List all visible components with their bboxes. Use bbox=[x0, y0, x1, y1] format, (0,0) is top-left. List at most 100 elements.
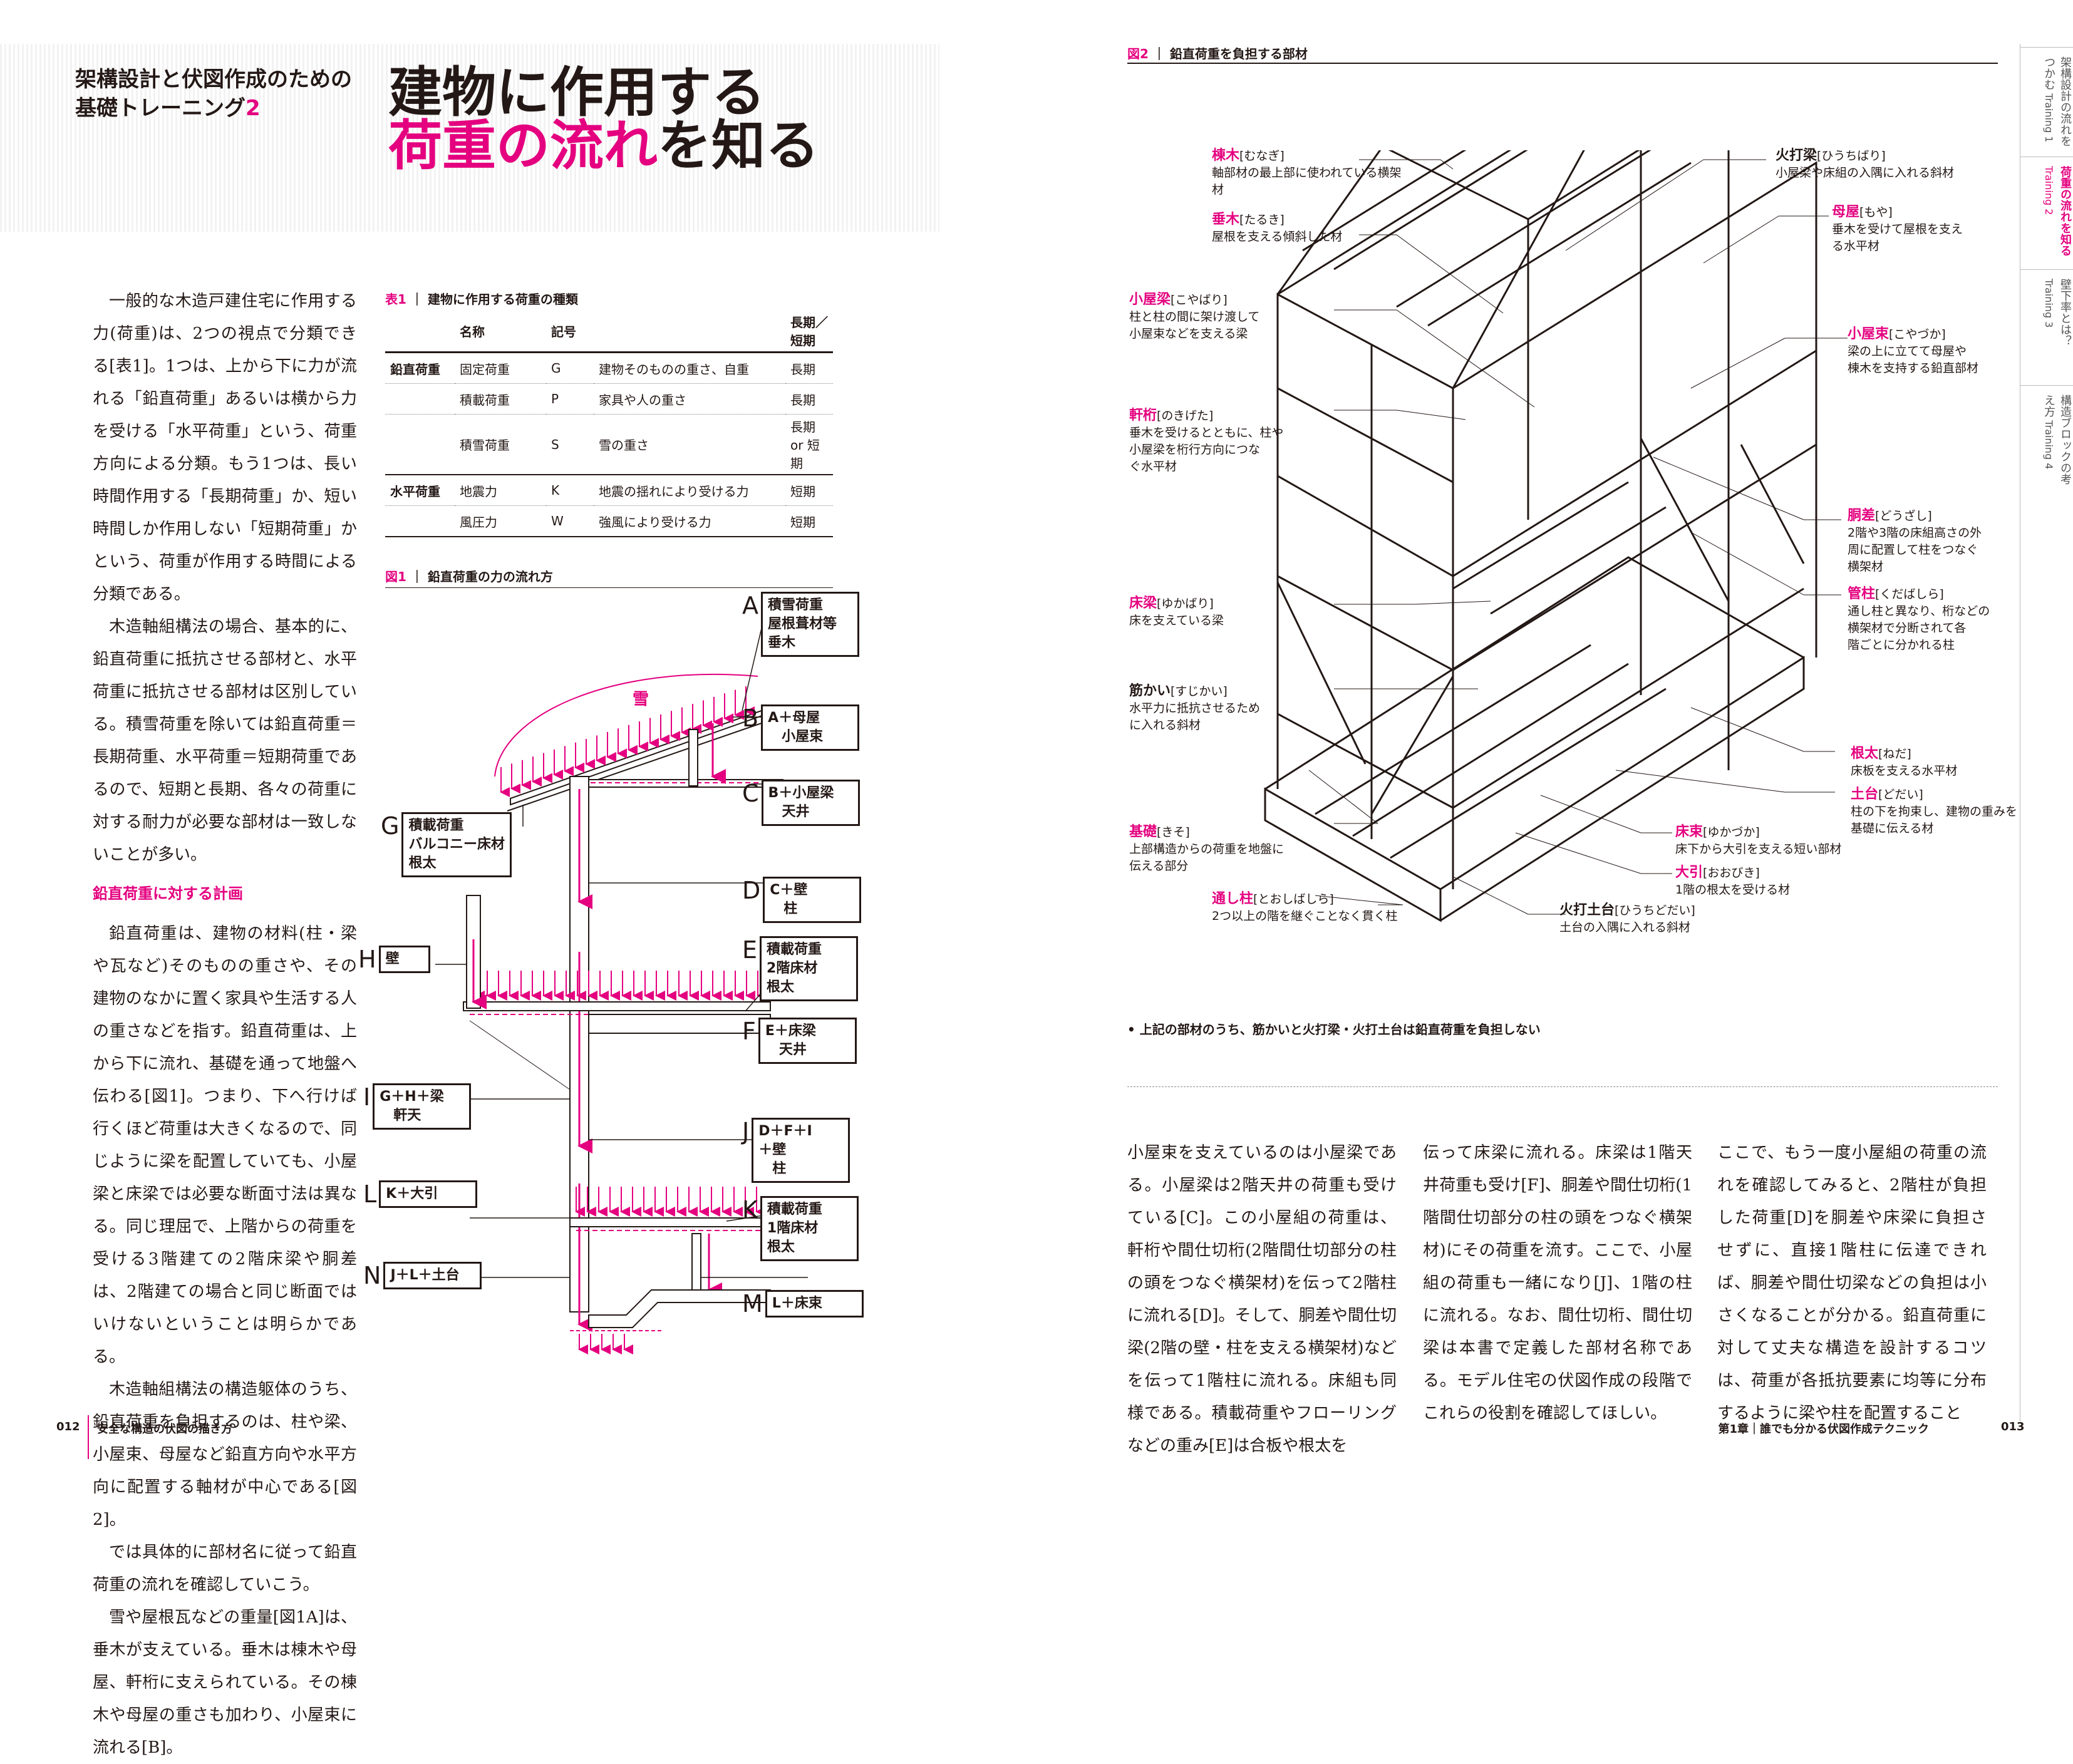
label-letter: F bbox=[742, 1018, 756, 1045]
member-desc: 軸部材の最上部に使われている横架材 bbox=[1212, 166, 1402, 197]
table-cell: 地震の揺れにより受ける力 bbox=[594, 475, 785, 506]
left-page-number: 012 bbox=[56, 1420, 80, 1433]
callout-7: 基礎[きそ]上部構造からの荷重を地盤に 伝える部分 bbox=[1129, 823, 1323, 875]
paragraph-2: 木造軸組構法の場合、基本的に、鉛直荷重に抵抗させる部材と、水平荷重に抵抗させる部… bbox=[93, 617, 357, 864]
chapter-tab-2[interactable]: 荷重の流れを知る Training 2 bbox=[2029, 166, 2073, 266]
series-line2: 基礎トレーニング bbox=[75, 95, 246, 121]
member-name: 垂木 bbox=[1212, 212, 1240, 227]
member-name: 大引 bbox=[1675, 865, 1703, 880]
member-desc: 上部構造からの荷重を地盤に 伝える部分 bbox=[1129, 842, 1285, 873]
label-box: E＋床梁 天井 bbox=[758, 1018, 857, 1064]
table-cell: G bbox=[546, 352, 594, 384]
label-letter: J bbox=[742, 1118, 750, 1145]
callout-8: 通し柱[とおしばしら]2つ以上の階を継ぐことなく貫く柱 bbox=[1212, 890, 1406, 925]
chapter-tab-1[interactable]: 架構設計の流れをつかむ Training 1 bbox=[2029, 56, 2073, 157]
fig2-note: • 上記の部材のうち、筋かいと火打梁・火打土台は鉛直荷重を負担しない bbox=[1127, 1022, 1541, 1037]
member-name: 床梁 bbox=[1129, 596, 1157, 611]
member-desc: 床を支えている梁 bbox=[1129, 614, 1224, 627]
callout-8: 床束[ゆかづか]床下から大引を支える短い部材 bbox=[1675, 823, 1869, 858]
callout-5: 管柱[くだばしら]通し柱と異なり、桁などの 横架材で分断されて各 階ごとに分かれ… bbox=[1848, 585, 2042, 654]
callout-2: 垂木[たるき]屋根を支える傾斜した材 bbox=[1212, 211, 1406, 245]
label-letter: N bbox=[363, 1262, 381, 1289]
series-num: 2 bbox=[246, 95, 261, 121]
member-name: 棟木 bbox=[1212, 148, 1240, 163]
member-desc: 1階の根太を受ける材 bbox=[1675, 883, 1791, 897]
fig2-leader-lines bbox=[1308, 159, 1848, 915]
second-floor bbox=[463, 1001, 771, 1011]
member-reading: [ゆかづか] bbox=[1703, 825, 1760, 839]
member-reading: [おおびき] bbox=[1703, 866, 1760, 880]
table-cell: W bbox=[546, 505, 594, 537]
page-title-line1: 建物に作用する bbox=[388, 61, 765, 124]
callout-1: 棟木[むなぎ] 軸部材の最上部に使われている横架材 bbox=[1212, 147, 1406, 199]
title-accent: 荷重の流れ bbox=[388, 115, 658, 177]
chapter-tab-4[interactable]: 構造ブロックの考え方 Training 4 bbox=[2029, 395, 2073, 495]
label-letter: A bbox=[742, 592, 758, 619]
member-reading: [ひうちばり] bbox=[1817, 149, 1886, 163]
left-body-text: 一般的な木造戸建住宅に作用する力(荷重)は、2つの視点で分類できる[表1]。1つ… bbox=[93, 285, 357, 1764]
foundation-arrows bbox=[578, 1334, 633, 1354]
tab-training: Training 4 bbox=[2043, 417, 2055, 470]
label-box: K＋大引 bbox=[379, 1180, 478, 1208]
table-cell: 地震力 bbox=[455, 475, 546, 506]
roof-slab bbox=[510, 706, 772, 806]
first-floor-load-arrows bbox=[575, 1187, 765, 1217]
member-name: 軒桁 bbox=[1129, 408, 1157, 423]
table-cell: K bbox=[546, 475, 594, 506]
member-reading: [すじかい] bbox=[1171, 684, 1228, 698]
member-desc: 土台の入隅に入れる斜材 bbox=[1559, 921, 1691, 934]
label-letter: C bbox=[742, 780, 759, 807]
paragraph-4: 木造軸組構法の構造躯体のうち、鉛直荷重を負担するのは、柱や梁、小屋束、母屋など鉛… bbox=[93, 1380, 357, 1529]
member-name: 基礎 bbox=[1129, 824, 1157, 840]
paragraph-5: では具体的に部材名に従って鉛直荷重の流れを確認していこう。 bbox=[93, 1543, 357, 1594]
member-name: 筋かい bbox=[1129, 683, 1171, 699]
callout-1: 火打梁[ひうちばり]小屋梁や床組の入隅に入れる斜材 bbox=[1776, 147, 1970, 182]
callout-3: 小屋梁[こやばり]柱と柱の間に架け渡して 小屋束などを支える梁 bbox=[1129, 291, 1323, 343]
member-desc: 柱の下を拘束し、建物の重みを 基礎に伝える材 bbox=[1851, 805, 2018, 835]
label-box: 壁 bbox=[378, 946, 430, 973]
label-box: 積載荷重 1階床材 根太 bbox=[760, 1196, 859, 1261]
title-rest: を知る bbox=[658, 115, 819, 177]
table-cell bbox=[385, 505, 455, 537]
timber-frame-drawing bbox=[1264, 150, 1817, 922]
right-page-number: 013 bbox=[2001, 1420, 2025, 1433]
snow-profile bbox=[494, 673, 758, 777]
member-desc: 床板を支える水平材 bbox=[1851, 764, 1958, 778]
label-box: 積雪荷重 屋根葺材等 垂木 bbox=[761, 592, 859, 657]
table-cell: 風圧力 bbox=[455, 505, 546, 537]
member-reading: [くだばしら] bbox=[1875, 587, 1944, 601]
member-name: 小屋束 bbox=[1848, 326, 1889, 342]
chapter-tab-3[interactable]: 壁下率とは？ Training 3 bbox=[2029, 279, 2073, 379]
callout-5: 床梁[ゆかばり]床を支えている梁 bbox=[1129, 595, 1323, 629]
label-letter: D bbox=[742, 877, 761, 904]
member-name: 小屋梁 bbox=[1129, 292, 1171, 307]
member-name: 床束 bbox=[1675, 824, 1703, 840]
right-col-3: ここで、もう一度小屋組の荷重の流れを確認してみると、2階柱が負担した荷重[D]を… bbox=[1717, 1143, 1987, 1423]
member-desc: 柱と柱の間に架け渡して 小屋束などを支える梁 bbox=[1129, 310, 1260, 341]
label-box: J＋L＋土台 bbox=[383, 1262, 482, 1289]
label-letter: B bbox=[742, 704, 759, 732]
member-reading: [むなぎ] bbox=[1239, 149, 1285, 163]
tab-label: 壁下率とは？ bbox=[2059, 279, 2072, 346]
tab-training: Training 2 bbox=[2043, 166, 2055, 215]
tab-training: Training 3 bbox=[2043, 279, 2055, 328]
member-reading: [たるき] bbox=[1239, 213, 1285, 227]
table-cell: 鉛直荷重 bbox=[385, 352, 455, 384]
label-box: B＋小屋梁 天井 bbox=[761, 780, 860, 826]
frame-lines bbox=[1264, 150, 1817, 922]
member-name: 通し柱 bbox=[1212, 891, 1254, 907]
table-cell: P bbox=[546, 383, 594, 415]
series-line1: 架構設計と伏図作成のための bbox=[75, 67, 352, 92]
member-name: 火打土台 bbox=[1559, 902, 1615, 918]
snow-label: 雪 bbox=[633, 690, 649, 709]
tab-label: 荷重の流れを知る bbox=[2059, 166, 2072, 256]
table-cell: 強風により受ける力 bbox=[594, 505, 785, 537]
